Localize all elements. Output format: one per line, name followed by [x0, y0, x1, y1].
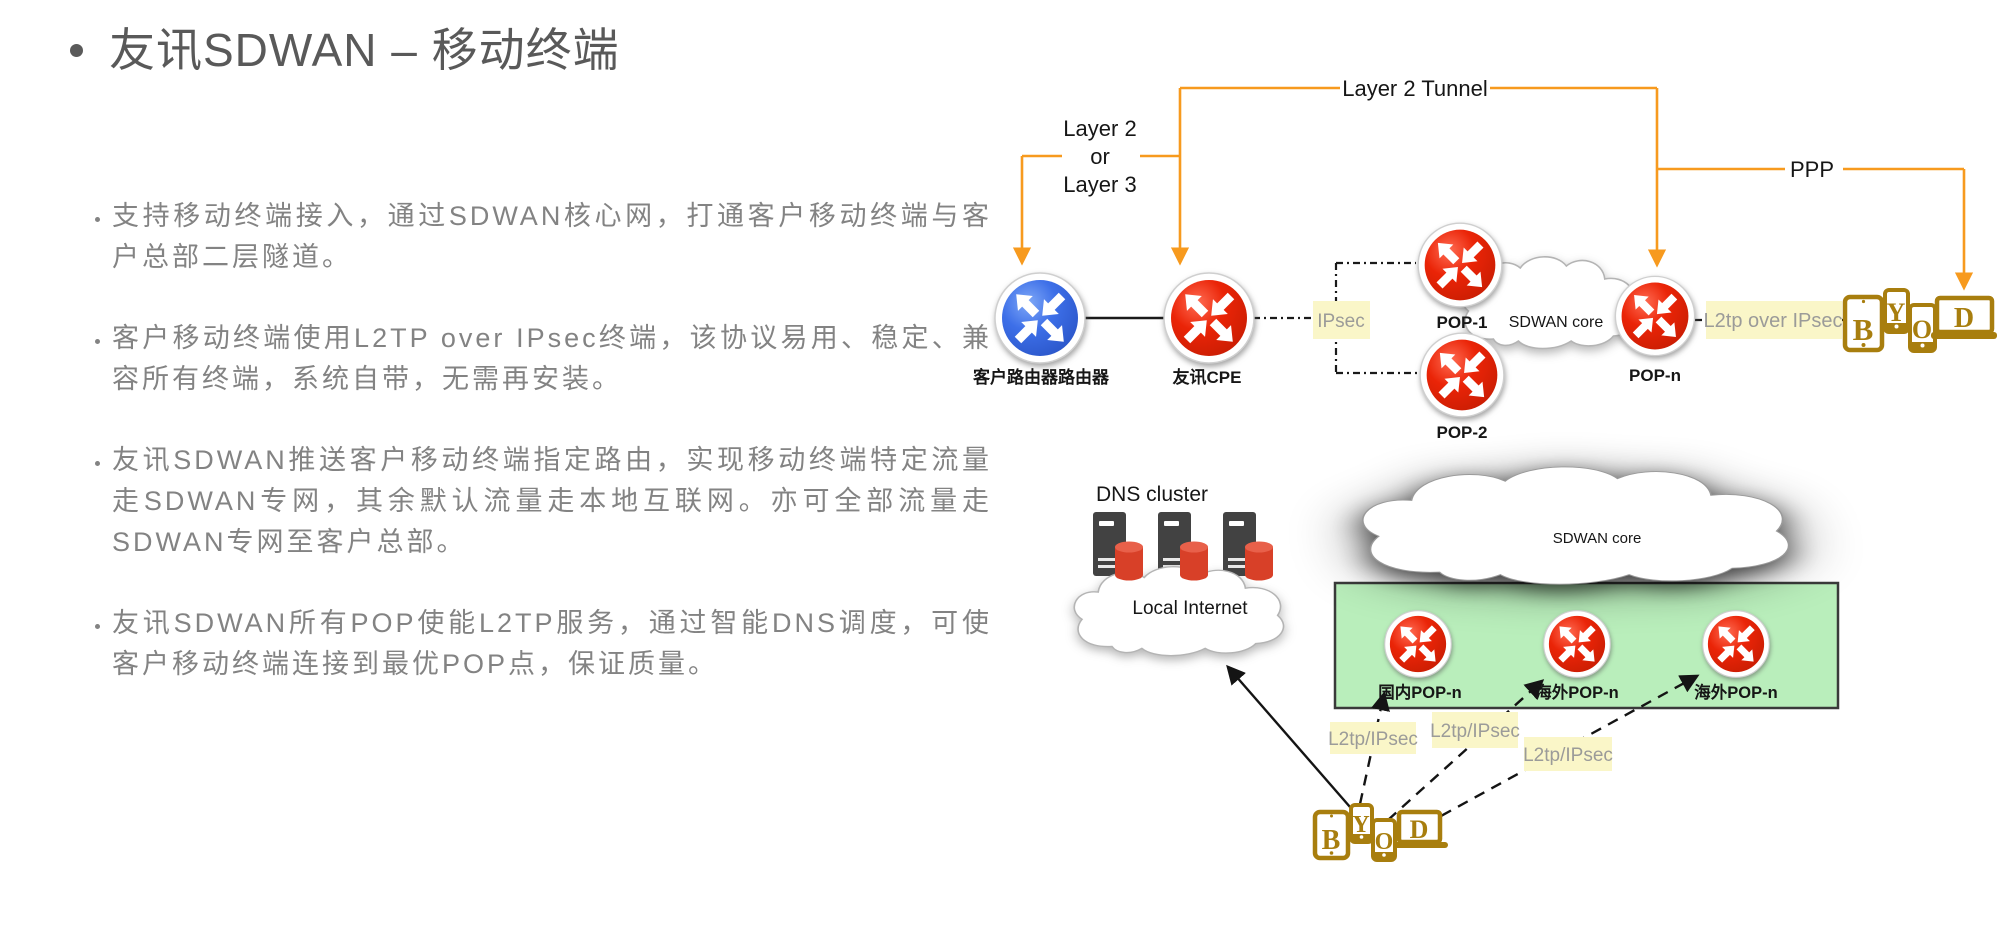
overseas-popn-label-1: 海外POP-n — [1535, 682, 1618, 702]
bullet-item: 支持移动终端接入，通过SDWAN核心网，打通客户移动终端与客户总部二层隧道。 — [112, 196, 992, 278]
tunnel-label-box — [1330, 722, 1416, 754]
database-icon — [1180, 541, 1208, 581]
tunnel-label-1: L2tp/IPsec — [1328, 729, 1418, 750]
overseas-popn-router-icon-1 — [1543, 610, 1611, 678]
customer-router-icon — [994, 272, 1086, 364]
pop1-label: POP-1 — [1436, 313, 1487, 332]
pop2-label: POP-2 — [1436, 423, 1487, 442]
tablet-icon: B — [1312, 809, 1351, 861]
l2tp-over-ipsec-label-box — [1706, 301, 1842, 339]
ipsec-label-box — [1313, 301, 1370, 339]
dns-databases — [1115, 541, 1273, 581]
tunnel-label-3: L2tp/IPsec — [1523, 745, 1613, 766]
byod-internet-arrow — [1226, 664, 1351, 808]
bullet-text: 友讯SDWAN推送客户移动终端指定路由，实现移动终端特定流量走SDWAN专网，其… — [112, 445, 992, 557]
bullet-text: 客户移动终端使用L2TP over IPsec终端，该协议易用、稳定、兼容所有终… — [112, 323, 992, 394]
byod-group-top: B Y O D — [1842, 288, 1997, 353]
bullet-item: 友讯SDWAN所有POP使能L2TP服务，通过智能DNS调度，可使客户移动终端连… — [112, 603, 992, 685]
ipsec-label: IPsec — [1317, 311, 1365, 332]
bullet-text: 友讯SDWAN所有POP使能L2TP服务，通过智能DNS调度，可使客户移动终端连… — [112, 608, 992, 679]
ppp-line — [1657, 167, 1974, 291]
database-icon — [1115, 541, 1143, 581]
cpe-label: 友讯CPE — [1173, 367, 1242, 387]
byod-letter-o: O — [1912, 315, 1932, 344]
overseas-popn-router-icon-2 — [1702, 610, 1770, 678]
domestic-popn-label: 国内POP-n — [1378, 682, 1461, 702]
phone-icon: O — [1371, 818, 1397, 862]
database-icon — [1245, 541, 1273, 581]
layer23-label-line3: Layer 3 — [1063, 172, 1136, 197]
layer23-label-line2: or — [1090, 144, 1110, 169]
byod-letter-d: D — [1954, 303, 1974, 334]
sdwan-core-bottom-label: SDWAN core — [1553, 530, 1642, 547]
cpe-router-icon — [1163, 272, 1255, 364]
tunnel-label-2: L2tp/IPsec — [1430, 721, 1520, 742]
dns-cluster-label: DNS cluster — [1096, 483, 1208, 506]
pop2-router-icon — [1419, 332, 1505, 418]
l2tp-over-ipsec-label: L2tp over IPsec — [1704, 310, 1843, 332]
title-row: 友讯SDWAN – 移动终端 — [70, 14, 620, 80]
layer2-tunnel-line — [1180, 86, 1667, 268]
layer23-label-line1: Layer 2 — [1063, 116, 1136, 141]
laptop-icon: D — [1393, 809, 1448, 848]
byod-letter-b: B — [1322, 825, 1341, 856]
byod-letter-b: B — [1853, 312, 1874, 347]
phone-icon: Y — [1349, 803, 1374, 844]
title-bullet-dot — [70, 43, 83, 57]
byod-letter-d: D — [1410, 815, 1429, 844]
layer23-bracket — [1012, 88, 1190, 266]
byod-pop-dashed-arrows — [1358, 674, 1700, 836]
layer2-tunnel-label: Layer 2 Tunnel — [1342, 76, 1488, 101]
customer-router-label: 客户路由器路由器 — [972, 367, 1110, 387]
laptop-icon: D — [1931, 295, 1997, 339]
sdwan-core-cloud-bottom — [1361, 465, 1790, 586]
phone-icon: O — [1908, 303, 1937, 353]
tunnel-label-box — [1432, 712, 1518, 748]
bullet-list: 支持移动终端接入，通过SDWAN核心网，打通客户移动终端与客户总部二层隧道。 客… — [80, 196, 992, 725]
pop1-router-icon — [1417, 222, 1503, 308]
page-title: 友讯SDWAN – 移动终端 — [109, 24, 620, 76]
byod-letter-y: Y — [1352, 812, 1369, 838]
byod-letter-y: Y — [1887, 298, 1906, 327]
bullet-text: 支持移动终端接入，通过SDWAN核心网，打通客户移动终端与客户总部二层隧道。 — [112, 201, 992, 272]
overseas-popn-label-2: 海外POP-n — [1694, 682, 1777, 702]
byod-letter-o: O — [1375, 829, 1394, 855]
byod-group-bottom: B Y O D — [1312, 803, 1448, 862]
tablet-icon: B — [1842, 294, 1885, 353]
bullet-item: 友讯SDWAN推送客户移动终端指定路由，实现移动终端特定流量走SDWAN专网，其… — [112, 440, 992, 563]
phone-icon: Y — [1883, 288, 1910, 334]
domestic-popn-router-icon — [1384, 610, 1452, 678]
bullet-item: 客户移动终端使用L2TP over IPsec终端，该协议易用、稳定、兼容所有终… — [112, 318, 992, 400]
local-internet-label: Local Internet — [1132, 598, 1248, 619]
popn-router-icon — [1614, 275, 1696, 357]
sdwan-core-top-label: SDWAN core — [1509, 314, 1604, 331]
popn-label: POP-n — [1629, 366, 1681, 385]
ppp-label: PPP — [1790, 157, 1834, 182]
tunnel-label-box — [1524, 737, 1612, 771]
